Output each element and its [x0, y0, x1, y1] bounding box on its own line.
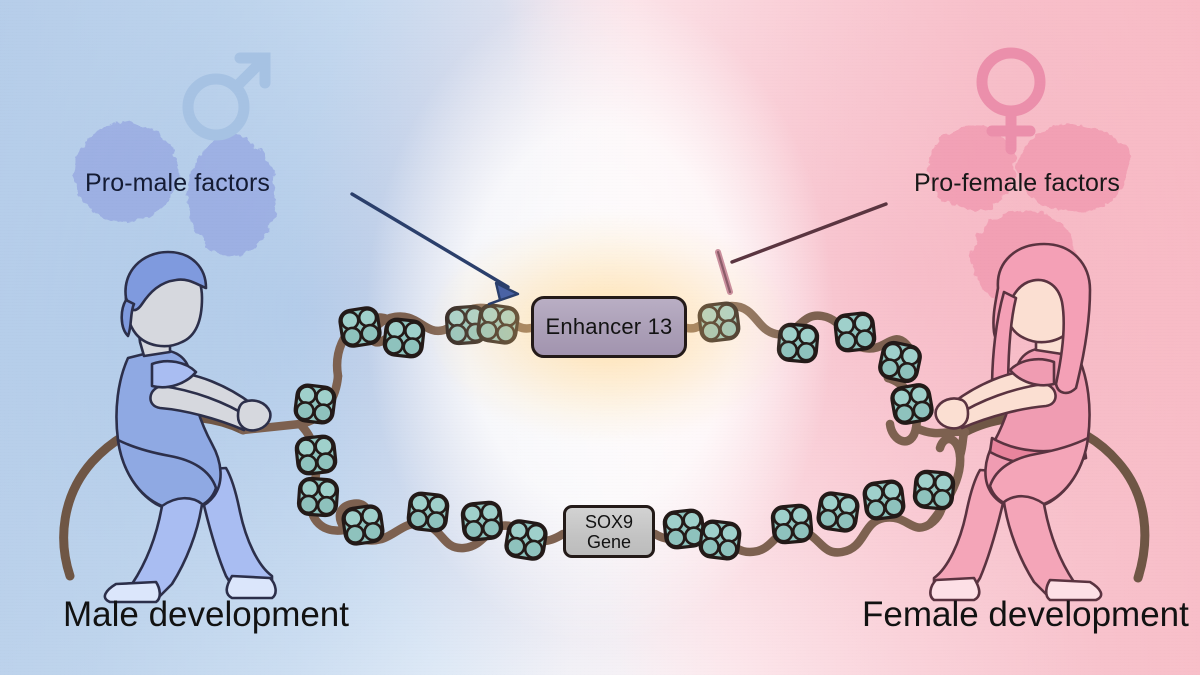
sox9-gene-node[interactable]: SOX9 Gene	[563, 505, 655, 558]
pro-male-factors-label: Pro-male factors	[85, 169, 270, 197]
female-development-label: Female development	[862, 595, 1189, 634]
pro-male-factor-blobs	[74, 122, 276, 256]
enhancer-label: Enhancer 13	[545, 314, 673, 339]
enhancer-13-node[interactable]: Enhancer 13	[531, 296, 687, 358]
pro-female-factor-blobs	[928, 124, 1130, 306]
female-symbol-icon	[965, 46, 1057, 155]
pro-female-factors-label: Pro-female factors	[914, 169, 1121, 197]
sox9-label-line2: Gene	[586, 531, 632, 552]
pro-male-activation-arrow	[350, 192, 520, 306]
sox9-label: SOX9 Gene	[585, 512, 633, 552]
pro-female-inhibition-bar	[715, 202, 888, 295]
male-symbol-icon	[176, 45, 276, 145]
sox9-label-line1: SOX9	[584, 511, 634, 532]
male-development-label: Male development	[63, 595, 349, 634]
